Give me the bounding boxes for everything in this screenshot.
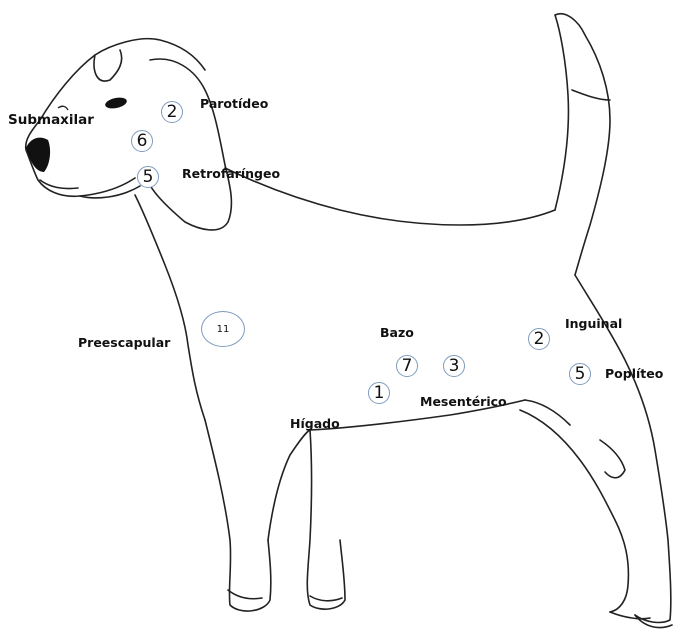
rear-leg-fold <box>525 400 570 425</box>
count-submaxilar: 6 <box>131 130 153 152</box>
label-inguinal: Inguinal <box>565 316 622 331</box>
rear-paw-inner <box>610 612 650 619</box>
tail-shade-line <box>572 90 610 100</box>
count-higado: 1 <box>368 382 390 404</box>
front-leg-left <box>205 420 271 611</box>
label-preescapular: Preescapular <box>78 335 170 350</box>
label-popliteo: Poplíteo <box>605 366 663 381</box>
tail-outline <box>555 14 610 275</box>
count-bazo: 7 <box>396 355 418 377</box>
brow-line <box>58 106 68 110</box>
label-mesenterico: Mesentérico <box>420 394 507 409</box>
jaw-line <box>80 186 140 198</box>
paw-left <box>228 590 262 599</box>
count-inguinal: 2 <box>528 328 550 350</box>
label-submaxilar: Submaxilar <box>8 112 94 128</box>
neck-front-line <box>135 195 205 420</box>
count-mesenterico: 3 <box>443 355 465 377</box>
rear-leg-inner <box>520 410 628 612</box>
ear-outline <box>145 59 231 230</box>
count-retrofaringeo: 5 <box>137 166 159 188</box>
hock-line <box>600 440 625 478</box>
label-bazo: Bazo <box>380 325 414 340</box>
paw-right <box>310 596 342 601</box>
count-preescapular: 11 <box>201 311 245 347</box>
label-higado: Hígado <box>290 416 340 431</box>
ear-fold <box>94 50 122 81</box>
nose-icon <box>26 138 50 172</box>
label-parotideo: Parotídeo <box>200 96 268 111</box>
count-parotideo: 2 <box>161 101 183 123</box>
label-retrofaringeo: Retrofaríngeo <box>182 166 280 181</box>
eye-icon <box>104 96 128 110</box>
front-leg-right <box>268 430 345 609</box>
count-popliteo: 5 <box>569 363 591 385</box>
